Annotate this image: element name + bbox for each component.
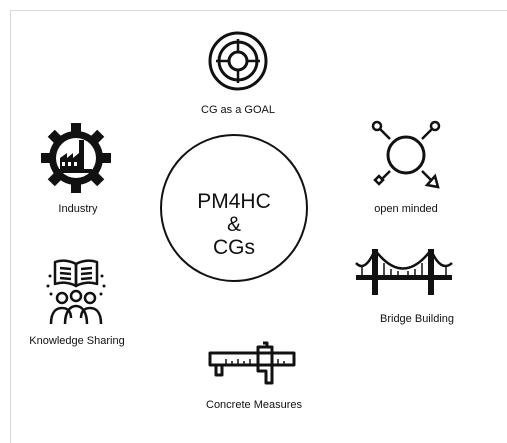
knowledge-label: Knowledge Sharing xyxy=(29,335,125,347)
diagram-frame xyxy=(10,10,507,443)
center-line-3: CGs xyxy=(213,236,255,259)
factory-gear-icon xyxy=(41,123,111,193)
measures-label: Concrete Measures xyxy=(206,399,302,411)
openminded-label: open minded xyxy=(374,203,438,215)
book-people-icon xyxy=(46,259,106,325)
industry-label: Industry xyxy=(58,203,98,215)
center-line-2: & xyxy=(226,213,241,236)
bridge-label: Bridge Building xyxy=(380,313,454,325)
center-circle xyxy=(160,134,308,282)
caliper-icon xyxy=(208,341,296,385)
center-line-1: PM4HC xyxy=(197,190,271,213)
bridge-icon xyxy=(355,249,453,295)
expanding-circle-arrows-icon xyxy=(371,120,441,189)
target-icon xyxy=(208,31,268,91)
center-title: PM4HC & CGs xyxy=(160,190,308,259)
goal-label: CG as a GOAL xyxy=(201,104,275,116)
